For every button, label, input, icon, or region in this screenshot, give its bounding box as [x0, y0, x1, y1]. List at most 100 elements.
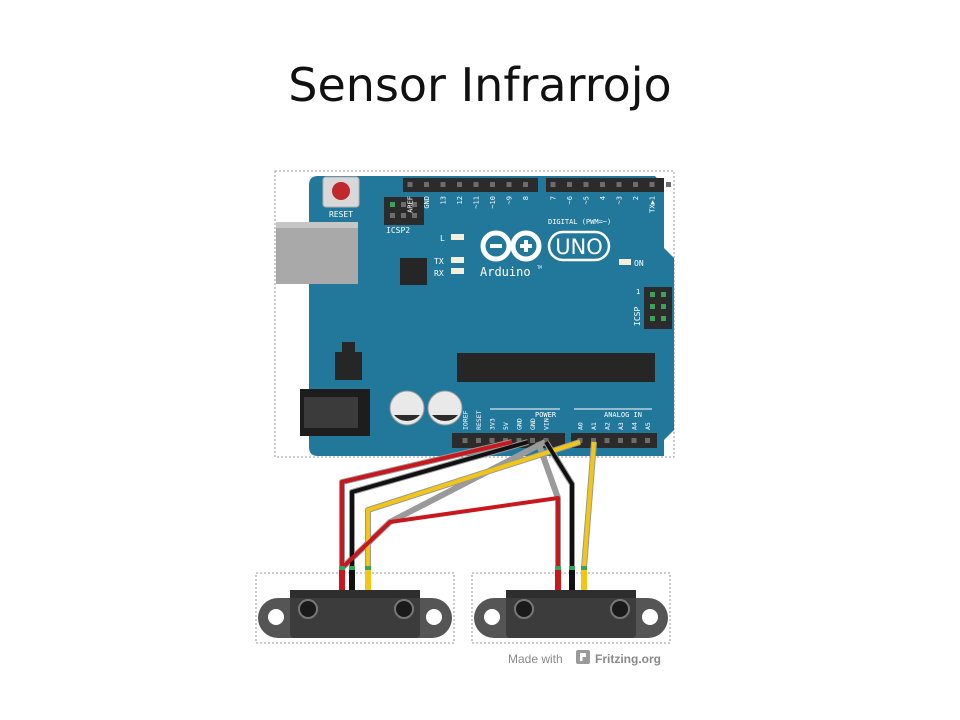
icsp-pin [661, 292, 666, 297]
wire-black-gnd-to-left-sensor [350, 440, 529, 568]
digital-pin [407, 182, 413, 187]
digital-pin-label: ~6 [566, 196, 574, 204]
header-pin-label: RESET [475, 410, 483, 430]
icsp2-pins [390, 202, 417, 218]
ir-sensor-right [474, 590, 668, 638]
icsp2-header [384, 197, 424, 225]
sensor-lead [339, 570, 345, 592]
header-pin-label: 5V [502, 422, 510, 430]
sensor-body [506, 590, 636, 638]
sensor-body-top [290, 590, 420, 598]
mount-hole-right [642, 609, 658, 625]
made-with-label: Made with [508, 652, 563, 666]
header-pin-label: 3V3 [489, 418, 497, 430]
digital-pin [567, 182, 572, 187]
analog-label: ANALOG IN [604, 411, 642, 419]
ir-sensors [258, 590, 668, 638]
header-pin-label: A5 [644, 422, 652, 430]
wire-red-5v-to-left-sensor [340, 440, 513, 568]
mount-hole-left [268, 609, 284, 625]
wire-ends [339, 566, 587, 592]
icsp-pin1-label: 1 [636, 288, 640, 296]
arduino-brand-label: Arduino [480, 265, 531, 279]
digital-pin [666, 182, 671, 187]
icsp-pin [650, 316, 655, 321]
header-pin [489, 438, 495, 443]
power-label: POWER [535, 411, 557, 419]
digital-pin [440, 182, 446, 187]
mount-hole-right [426, 609, 442, 625]
wire-connector [339, 566, 345, 570]
digital-pin [506, 182, 512, 187]
sensor-right-outline [471, 572, 671, 644]
icsp-pin [661, 316, 666, 321]
header-pin-label: VIN [543, 418, 551, 430]
header-pin-label: GND [529, 418, 537, 430]
header-pin-label: GND [516, 418, 524, 430]
header-pin-label: A1 [590, 422, 598, 430]
digital-pin [523, 182, 528, 187]
uno-badge [547, 230, 611, 262]
digital-pin-label: ~11 [473, 196, 481, 209]
header-pin [462, 438, 468, 443]
sensor-lead [569, 570, 575, 592]
wire-red-5v-to-right-sensor [340, 496, 560, 570]
digital-pin [633, 182, 638, 187]
digital-pin [649, 182, 655, 187]
ir-emitter-lens [298, 599, 318, 619]
atmega-chip [457, 353, 655, 382]
fritzing-brand-label: Fritzing.org [595, 652, 661, 666]
analog-header [571, 433, 657, 448]
header-pin [618, 438, 623, 443]
header-pin-label: A2 [604, 422, 612, 430]
digital-pin [550, 182, 556, 187]
icsp-pin [661, 304, 666, 309]
ir-sensor-left [258, 590, 452, 638]
led-rx-label: RX [434, 269, 444, 278]
ir-emitter-lens [514, 599, 534, 619]
wires [339, 439, 597, 592]
sensor-body [290, 590, 420, 638]
header-pin [591, 438, 596, 443]
logo-plus-vertical [524, 240, 528, 252]
sensor-body-top [506, 590, 636, 598]
logo-right-ring [510, 230, 542, 262]
icsp2-pin [401, 202, 406, 207]
digital-pin-label: RX◀0 [665, 196, 673, 213]
header-pin [577, 438, 583, 443]
digital-label: DIGITAL (PWM=~) [548, 218, 611, 226]
slide-title: Sensor Infrarrojo [288, 58, 672, 112]
digital-pin-label: ~9 [506, 196, 514, 204]
header-pin-label: A3 [617, 422, 625, 430]
capacitor-1-mark [394, 415, 420, 422]
icsp2-pin [390, 213, 395, 218]
icsp-header [644, 287, 672, 329]
wire-connector [581, 566, 587, 570]
arduino-tm-label: TM [537, 265, 542, 270]
regulator-tab [342, 342, 355, 353]
header-pin [604, 438, 610, 443]
header-pin-label: A4 [631, 422, 639, 430]
ir-receiver-lens [394, 599, 414, 619]
icsp-label: ICSP [633, 307, 642, 326]
digital-pin [616, 182, 622, 187]
digital-pin-label: GND [423, 196, 431, 209]
digital-pin [424, 182, 429, 187]
icsp-pin [650, 304, 655, 309]
dc-power-jack-inner [304, 397, 358, 428]
uno-label: UNO [555, 235, 603, 259]
led-tx [451, 257, 464, 263]
fritzing-footer: Made with Fritzing.org [508, 650, 661, 666]
digital-pin [457, 182, 462, 187]
digital-pin [583, 182, 589, 187]
digital-pin-label: 7 [550, 196, 558, 200]
wire-connector [555, 566, 561, 570]
sensor-lead [349, 570, 355, 592]
digital-pin-label: TX▶1 [649, 196, 657, 213]
logo-left-ring [480, 230, 512, 262]
logo-minus-sign [490, 244, 502, 248]
ir-receiver-lens [610, 599, 630, 619]
sensor-lead [581, 570, 587, 592]
